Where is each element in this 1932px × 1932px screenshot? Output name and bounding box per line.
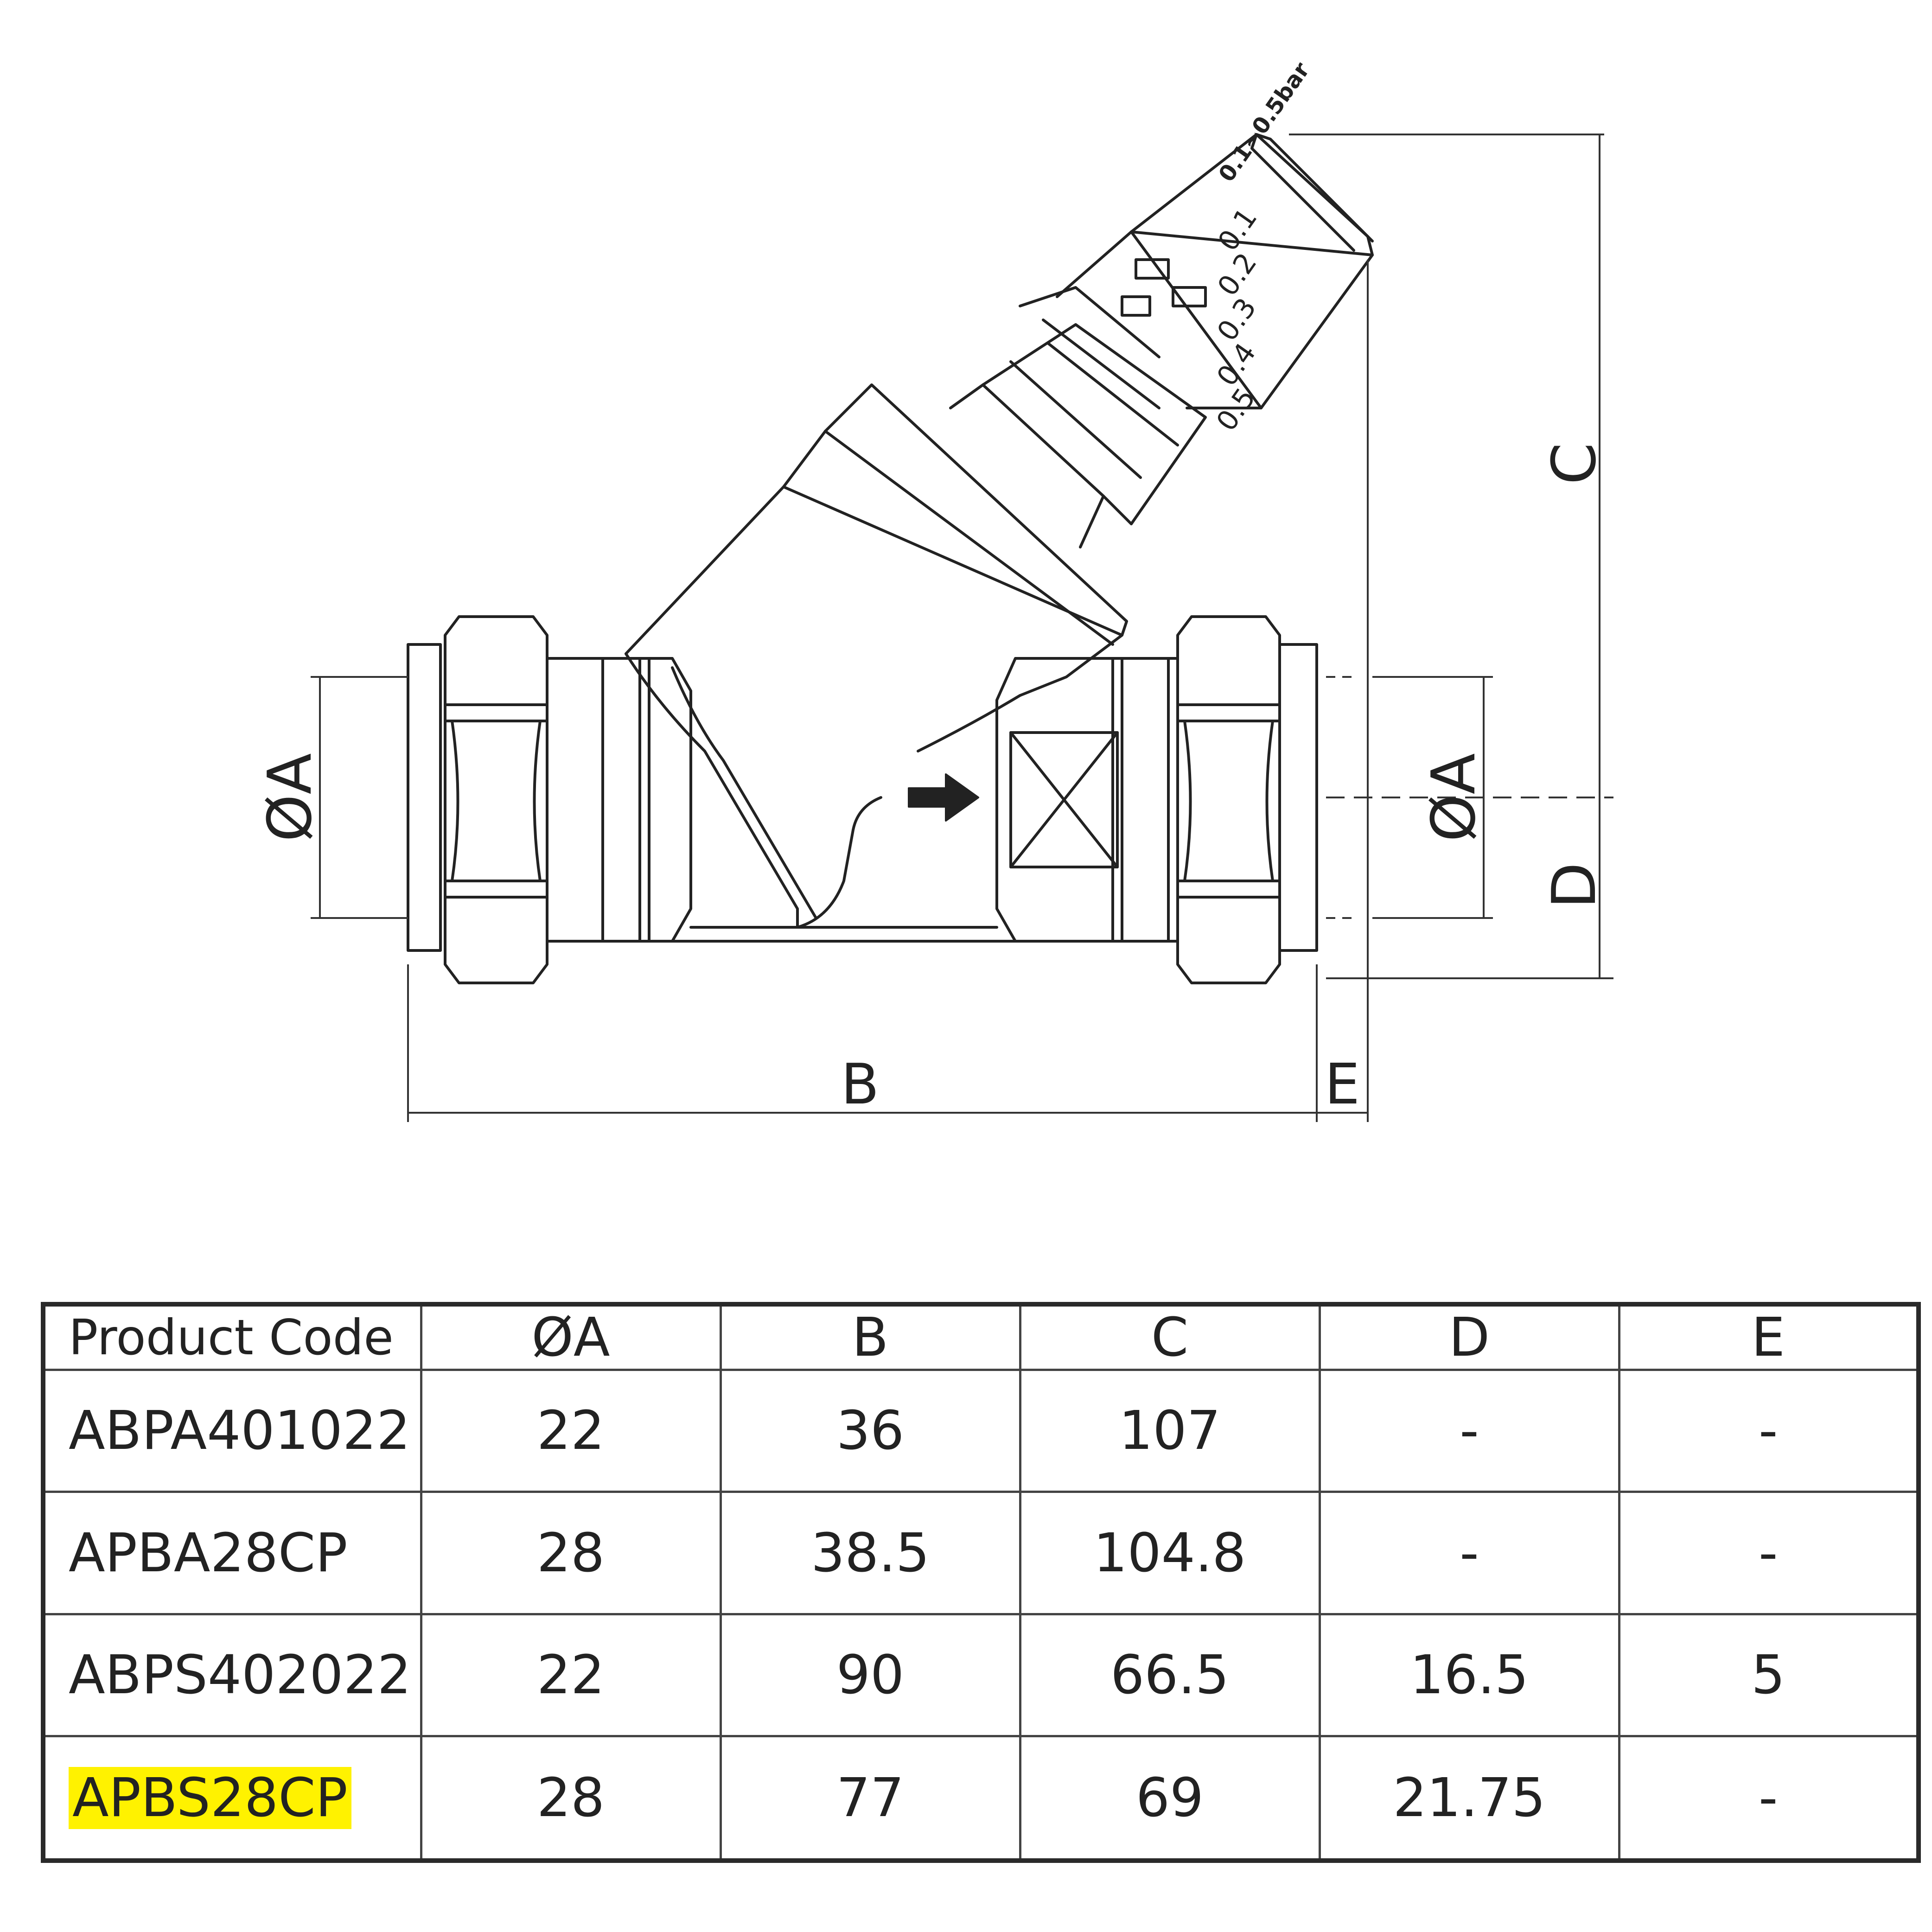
column-header-d: D [1318,1303,1620,1371]
valve-body [601,652,1170,943]
cell-e: - [1618,1735,1920,1862]
column-header-e: E [1618,1303,1920,1371]
cell-e: - [1618,1368,1920,1493]
flow-direction-arrow [908,773,979,822]
column-header-dia-a: ØA [420,1303,722,1371]
column-header-product-code: Product Code [42,1303,422,1371]
label-dia-right: ØA [1418,753,1489,842]
label-d: D [1539,862,1609,909]
dimension-e [1317,260,1369,1122]
left-compression-nut [407,615,604,984]
cell-d: 16.5 [1318,1613,1620,1738]
label-c: C [1539,443,1609,485]
label-e: E [1325,1052,1360,1117]
cell-c: 104.8 [1019,1491,1321,1615]
cell-e: 5 [1618,1613,1920,1738]
cell-e: - [1618,1491,1920,1615]
label-b: B [841,1052,879,1117]
cell-dia-a: 28 [420,1735,722,1862]
cell-dia-a: 28 [420,1491,722,1615]
cell-b: 38.5 [719,1491,1021,1615]
cell-product-code: APBS28CP [42,1735,422,1862]
cell-b: 36 [719,1368,1021,1493]
cell-d: - [1318,1368,1620,1493]
cell-product-code: ABPS402022 [42,1613,422,1738]
dimension-d [1326,797,1613,979]
cell-dia-a: 22 [420,1613,722,1738]
table-header-row: Product Code ØA B C D E [42,1303,1920,1371]
gauge-tick: 0.5 [1210,382,1262,437]
column-header-b: B [719,1303,1021,1371]
cell-b: 90 [719,1613,1021,1738]
gauge-scale: 0.1~0.5bar 0.1 0.2 0.3 0.4 0.5 [1210,57,1315,437]
table-row: ABPA401022 22 36 107 - - [42,1368,1920,1493]
right-compression-nut [1167,615,1318,984]
table-row: APBA28CP 28 38.5 104.8 - - [42,1491,1920,1615]
column-header-c: C [1019,1303,1321,1371]
cell-product-code: APBA28CP [42,1491,422,1615]
label-dia-left: ØA [255,753,325,842]
cell-dia-a: 22 [420,1368,722,1493]
pressure-gauge-cylinder [1130,133,1374,256]
product-dimensions-table: Product Code ØA B C D E ABPA401022 22 36… [41,1302,1921,1863]
dimension-c [1289,134,1604,978]
cell-d: - [1318,1491,1620,1615]
table-row: ABPS402022 22 90 66.5 16.5 5 [42,1613,1920,1738]
cell-d: 21.75 [1318,1735,1620,1862]
table-row-highlighted: APBS28CP 28 77 69 21.75 - [42,1735,1920,1862]
highlighted-product-code: APBS28CP [69,1766,351,1829]
angled-bonnet [625,230,1374,697]
valve-technical-drawing: 0.1~0.5bar 0.1 0.2 0.3 0.4 0.5 [255,57,1613,1122]
dimension-dia-left [311,676,408,919]
cell-c: 69 [1019,1735,1321,1862]
cell-c: 107 [1019,1368,1321,1493]
cell-b: 77 [719,1735,1021,1862]
dimension-b [407,964,1318,1122]
cell-c: 66.5 [1019,1613,1321,1738]
cell-product-code: ABPA401022 [42,1368,422,1493]
